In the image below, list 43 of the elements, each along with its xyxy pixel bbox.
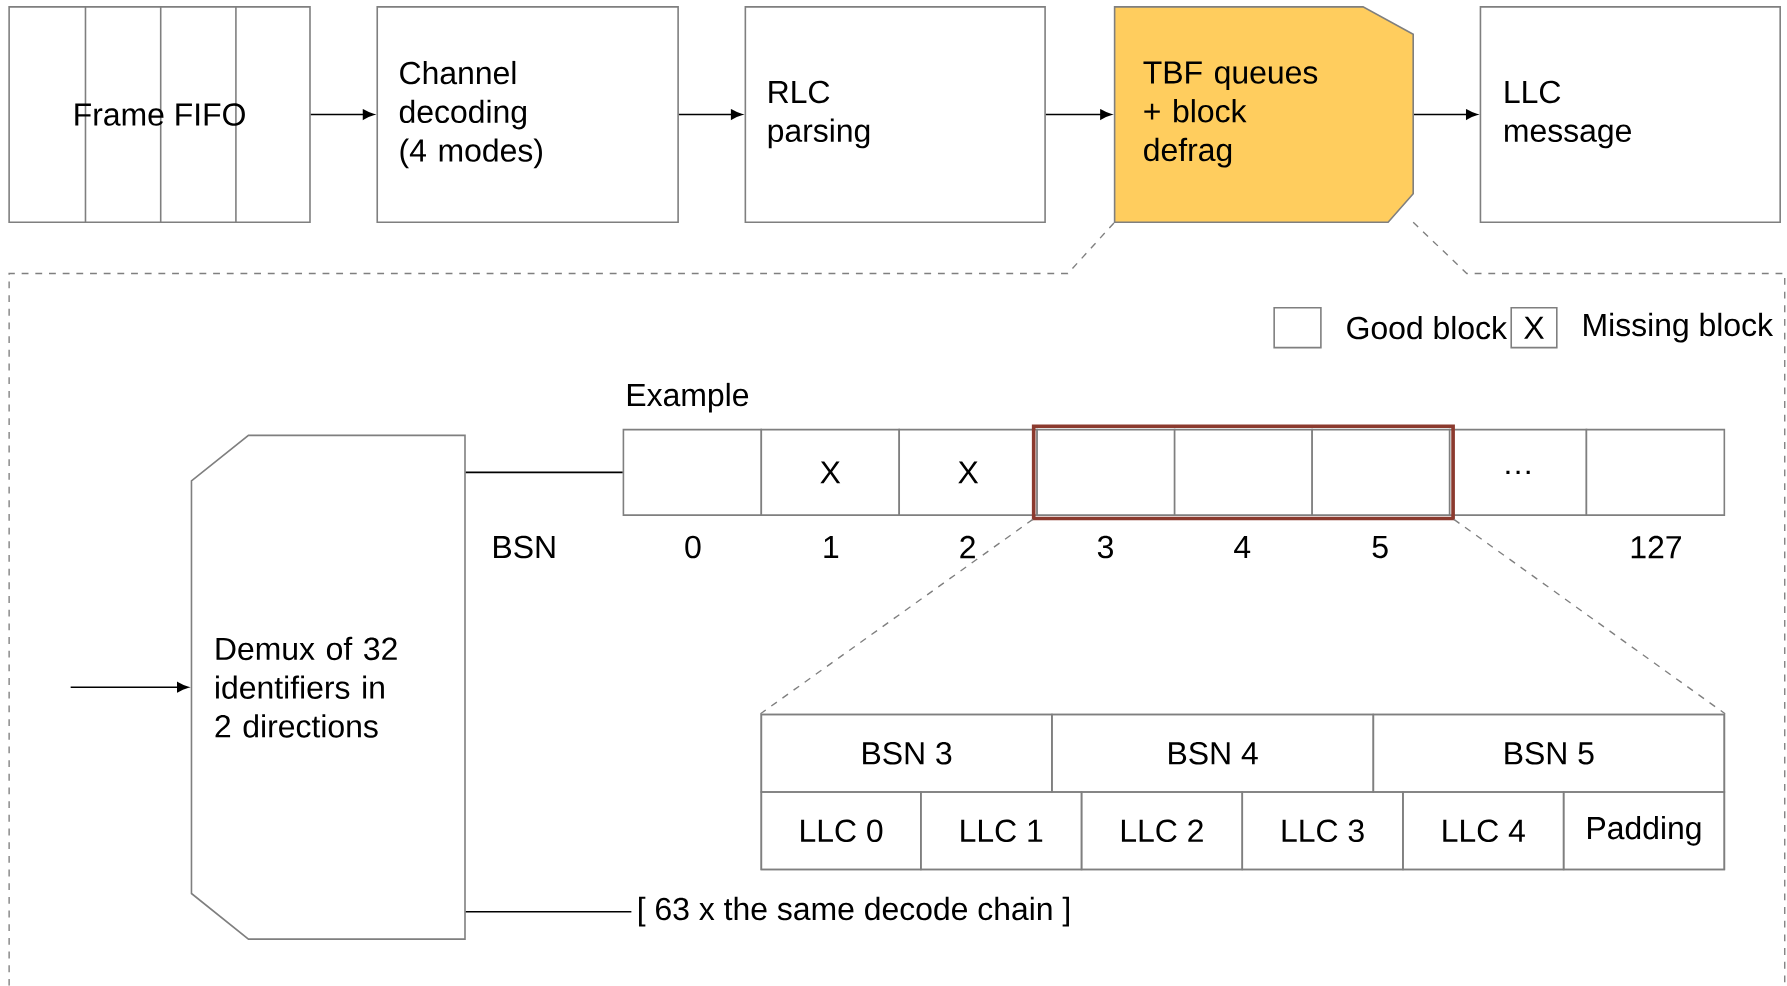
table-cell: BSN 4 <box>1051 713 1375 793</box>
legend-label: Good block <box>1347 316 1508 340</box>
arrow <box>1045 109 1112 120</box>
process-box: TBF queues + block defrag <box>1113 6 1414 224</box>
legend-label: Missing block <box>1584 312 1774 343</box>
fifo-box: Frame FIFO <box>8 6 311 224</box>
block-cell <box>1311 428 1451 516</box>
arrow <box>1413 109 1478 120</box>
table-cell: BSN 3 <box>760 713 1053 793</box>
arrow <box>678 109 743 120</box>
highlight-frame <box>1031 424 1455 521</box>
index-label: 4 <box>1234 536 1251 559</box>
zoom-line <box>1453 518 1726 715</box>
zoom-line <box>759 518 1034 715</box>
block-cell <box>1173 428 1313 516</box>
index-label: 5 <box>1372 536 1388 559</box>
index-label: 0 <box>685 535 701 559</box>
process-box: RLC parsing <box>744 6 1046 224</box>
chain-note: [ 63 x the same decode chain ] <box>639 896 1069 927</box>
arrow <box>310 109 375 120</box>
block-cell <box>1585 428 1726 516</box>
process-box: LLC message <box>1479 6 1781 224</box>
block-cell: X <box>898 428 1038 516</box>
table-cell: LLC 4 <box>1402 791 1565 871</box>
index-label: 1 <box>824 536 839 559</box>
table-cell: LLC 0 <box>760 791 922 871</box>
index-label: 3 <box>1097 535 1113 559</box>
index-label: 127 <box>1631 535 1681 559</box>
table-cell: BSN 5 <box>1372 713 1726 793</box>
table-cell: LLC 1 <box>920 791 1083 871</box>
index-label: 2 <box>960 535 975 559</box>
process-box: Channel decoding (4 modes) <box>376 6 679 224</box>
demux-box: Demux of 32 identifiers in 2 directions <box>190 434 466 940</box>
block-cell: … <box>1448 428 1588 516</box>
axis-label: BSN <box>494 535 555 559</box>
table-cell: LLC 2 <box>1080 791 1244 871</box>
block-cell <box>622 428 763 516</box>
table-cell: LLC 3 <box>1241 791 1404 871</box>
block-cell: X <box>760 428 900 516</box>
block-cell <box>1036 428 1176 516</box>
example-label: Example <box>627 382 749 413</box>
arrow <box>69 682 189 693</box>
table-cell: Padding <box>1562 791 1726 871</box>
